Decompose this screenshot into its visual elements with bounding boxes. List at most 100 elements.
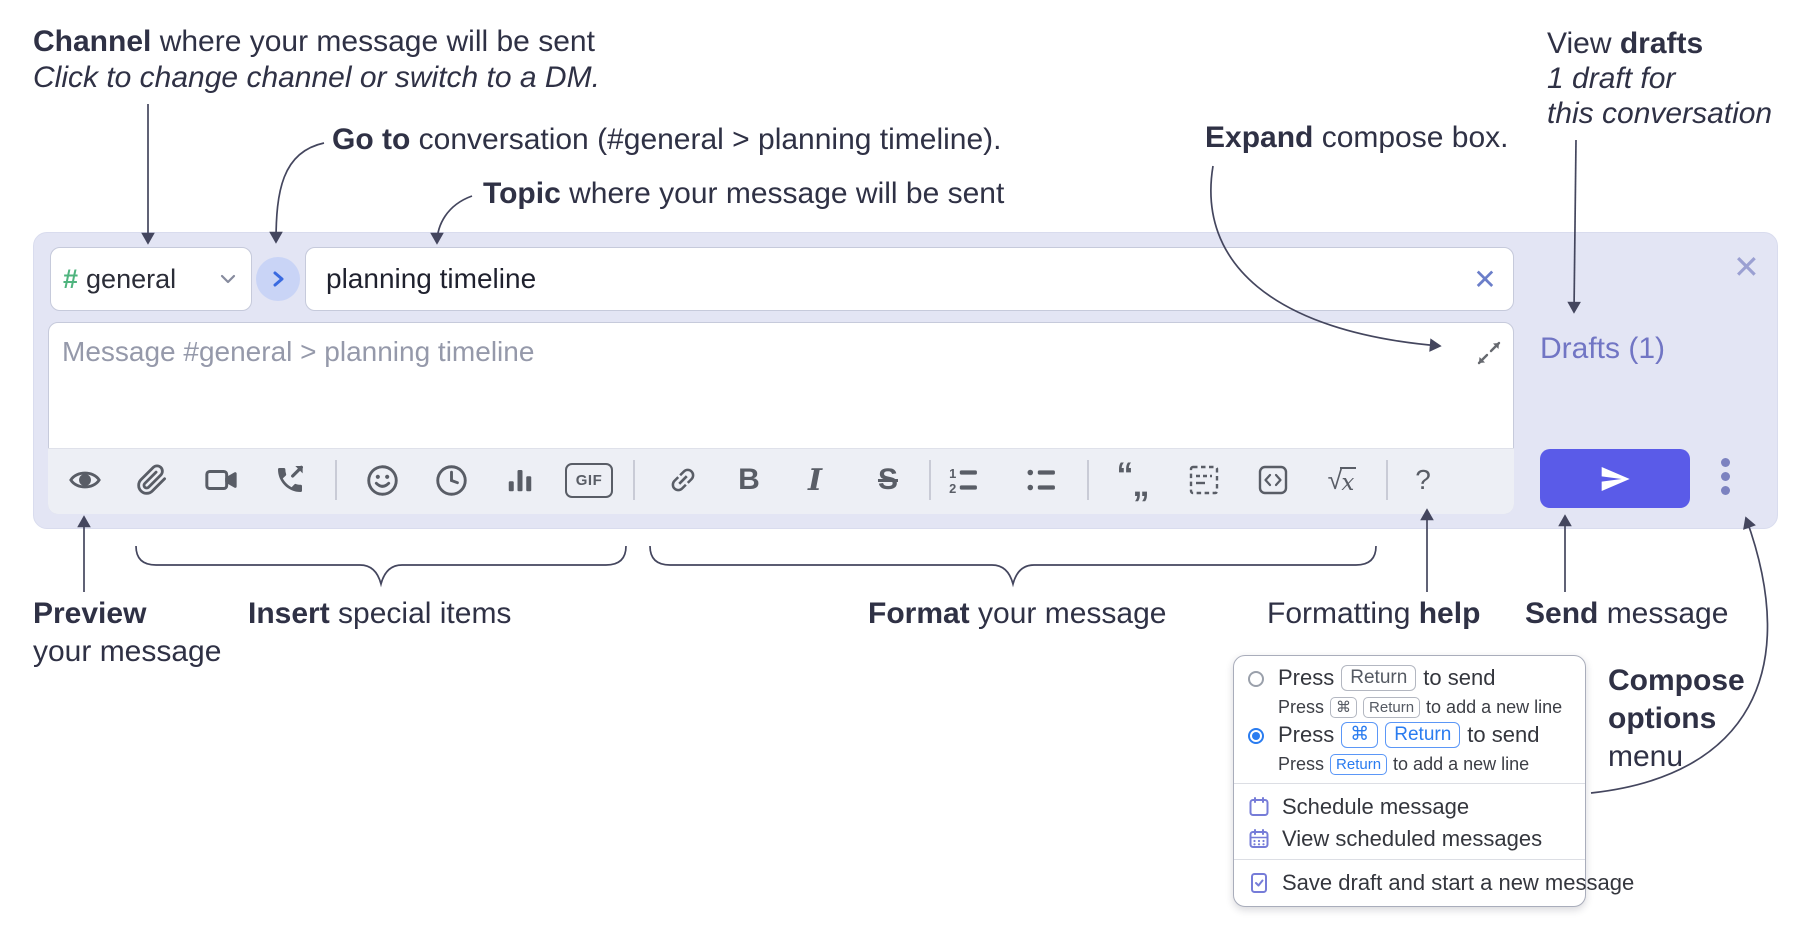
- cmd-key: ⌘: [1330, 697, 1358, 718]
- toolbar-separator: [1386, 460, 1388, 500]
- popup-divider: [1234, 783, 1585, 784]
- code-icon: [1257, 464, 1289, 496]
- paperclip-icon: [136, 464, 168, 496]
- calendar-icon: [1248, 796, 1270, 818]
- goto-conversation-button[interactable]: [256, 257, 300, 301]
- calendar-grid-icon: [1248, 828, 1270, 850]
- preview-annotation-line2: your message: [33, 635, 222, 668]
- option-return-to-send[interactable]: Press Return to send: [1278, 665, 1496, 691]
- view-drafts-line2: 1 draft for: [1547, 62, 1676, 95]
- close-compose-icon[interactable]: ✕: [1733, 249, 1760, 285]
- radio-cmd-return-to-send[interactable]: [1248, 728, 1264, 744]
- question-icon: ?: [1415, 464, 1431, 495]
- emoji-button[interactable]: [358, 456, 406, 504]
- add-voice-call-button[interactable]: [266, 456, 314, 504]
- video-camera-icon: [204, 463, 238, 497]
- channel-name: general: [86, 263, 177, 294]
- format-annotation: Format your message: [868, 597, 1167, 630]
- formatting-help-annotation: Formatting help: [1267, 597, 1481, 630]
- chevron-right-icon: [266, 267, 290, 291]
- attach-file-button[interactable]: [128, 456, 176, 504]
- insert-annotation: Insert special items: [248, 597, 512, 630]
- chevron-down-icon: [217, 268, 239, 290]
- message-placeholder: Message #general > planning timeline: [62, 336, 535, 367]
- bulleted-list-button[interactable]: [1017, 456, 1065, 504]
- add-global-time-button[interactable]: [427, 456, 475, 504]
- channel-annotation-sub: Click to change channel or switch to a D…: [33, 61, 600, 94]
- popup-divider: [1234, 859, 1585, 860]
- channel-annotation-bold: Channel: [33, 25, 152, 58]
- bold-button[interactable]: B: [725, 456, 773, 504]
- add-poll-button[interactable]: [496, 456, 544, 504]
- phone-call-icon: [274, 464, 306, 496]
- spoiler-icon: [1188, 464, 1220, 496]
- italic-button[interactable]: I: [791, 456, 839, 504]
- add-video-call-button[interactable]: [197, 456, 245, 504]
- document-check-icon: [1248, 872, 1270, 894]
- radio-return-to-send[interactable]: [1248, 671, 1264, 687]
- send-button[interactable]: [1540, 449, 1690, 508]
- preview-annotation: Preview: [33, 597, 147, 630]
- option-return-subtext: Press ⌘ Return to add a new line: [1278, 697, 1563, 718]
- quote-icon: “„: [1116, 456, 1150, 504]
- topic-input[interactable]: [306, 263, 1457, 295]
- topic-annotation: Topic where your message will be sent: [483, 177, 1005, 210]
- clear-topic-icon[interactable]: ✕: [1473, 263, 1497, 295]
- compose-options-annotation: Compose options menu: [1608, 664, 1745, 773]
- toolbar-separator: [1087, 460, 1089, 500]
- svg-text:1: 1: [949, 466, 956, 481]
- paper-plane-icon: [1599, 463, 1631, 495]
- option-cmd-return-to-send[interactable]: Press ⌘ Return to send: [1278, 722, 1540, 748]
- strikethrough-icon: S: [877, 463, 898, 496]
- sqrt-icon: √x: [1327, 464, 1357, 496]
- spoiler-button[interactable]: [1180, 456, 1228, 504]
- smiley-icon: [366, 464, 399, 497]
- bulleted-list-icon: [1026, 465, 1056, 495]
- return-key: Return: [1341, 665, 1417, 691]
- clock-icon: [435, 464, 468, 497]
- preview-button[interactable]: [61, 456, 109, 504]
- save-draft-item[interactable]: Save draft and start a new message: [1248, 870, 1634, 896]
- quote-button[interactable]: “„: [1109, 456, 1157, 504]
- topic-input-wrapper: ✕: [305, 247, 1514, 311]
- svg-text:2: 2: [949, 481, 956, 495]
- toolbar-separator: [633, 460, 635, 500]
- italic-icon: I: [807, 462, 823, 498]
- cmd-key: ⌘: [1341, 722, 1379, 748]
- view-drafts-annotation: View drafts: [1547, 27, 1704, 60]
- expand-annotation: Expand compose box.: [1205, 121, 1509, 154]
- formatting-help-button[interactable]: ?: [1399, 456, 1447, 504]
- compose-toolbar: [48, 448, 1514, 514]
- view-drafts-line3: this conversation: [1547, 97, 1773, 130]
- channel-annotation-rest: where your message will be sent: [151, 25, 595, 58]
- drafts-link[interactable]: Drafts (1): [1540, 332, 1666, 365]
- toolbar-separator: [929, 460, 931, 500]
- schedule-message-item[interactable]: Schedule message: [1248, 794, 1469, 820]
- compose-options-menu-button[interactable]: [1712, 458, 1738, 495]
- option-cmd-return-subtext: Press Return to add a new line: [1278, 754, 1530, 775]
- return-key: Return: [1330, 754, 1388, 775]
- math-button[interactable]: √x: [1318, 456, 1366, 504]
- send-annotation: Send message: [1525, 597, 1729, 630]
- bar-chart-icon: [505, 465, 535, 495]
- toolbar-separator: [335, 460, 337, 500]
- code-button[interactable]: [1249, 456, 1297, 504]
- expand-compose-icon[interactable]: [1474, 338, 1504, 368]
- bold-icon: B: [738, 463, 760, 496]
- channel-annotation: Channel where your message will be sent: [33, 24, 595, 60]
- link-icon: [667, 464, 699, 496]
- compose-options-popup: Press Return to send Press ⌘ Return to a…: [1233, 655, 1634, 907]
- goto-annotation: Go to conversation (#general > planning …: [332, 123, 1002, 156]
- view-scheduled-messages-item[interactable]: View scheduled messages: [1248, 826, 1542, 852]
- strikethrough-button[interactable]: S: [864, 456, 912, 504]
- hash-icon: #: [63, 263, 79, 294]
- link-button[interactable]: [659, 456, 707, 504]
- add-gif-button[interactable]: GIF: [565, 456, 613, 504]
- return-key: Return: [1385, 722, 1461, 748]
- eye-icon: [68, 463, 102, 497]
- vertical-dots-icon: [1720, 458, 1730, 467]
- channel-selector[interactable]: # general: [50, 247, 252, 311]
